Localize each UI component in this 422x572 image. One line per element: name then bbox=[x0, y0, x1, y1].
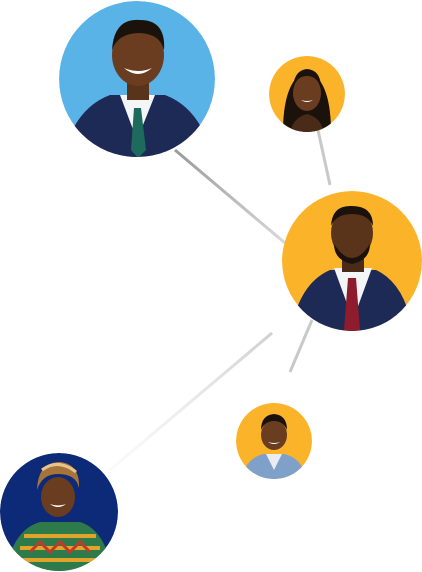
connector-line bbox=[109, 331, 273, 472]
avatar-blue-man bbox=[59, 1, 215, 157]
avatar-woman-headwrap bbox=[0, 453, 118, 571]
avatar-young-man bbox=[236, 403, 312, 479]
connector-line bbox=[316, 129, 332, 186]
connector-line bbox=[174, 148, 286, 245]
connector-line bbox=[288, 319, 314, 373]
avatar-woman-top bbox=[269, 56, 345, 132]
avatar-center-man bbox=[282, 191, 422, 331]
